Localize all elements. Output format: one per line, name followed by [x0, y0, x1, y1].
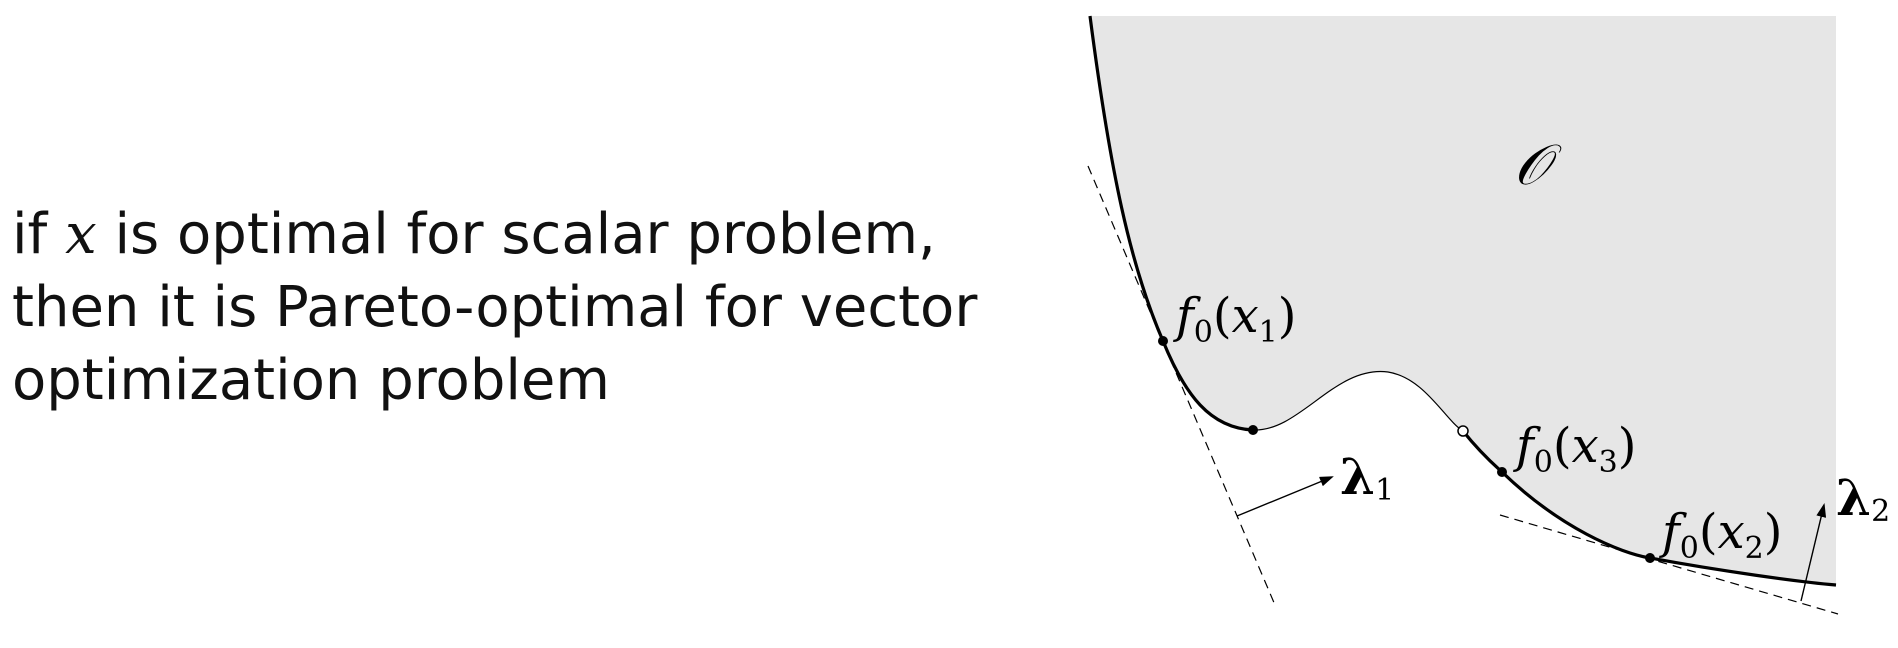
achievable-set-region — [1090, 16, 1836, 585]
label-f0-x1: f0(x1) — [1173, 288, 1297, 350]
supporting-line-2 — [1499, 514, 1839, 615]
statement-line-1: if x is optimal for scalar problem, — [12, 198, 992, 271]
label-lambda1: λ1 — [1340, 447, 1394, 508]
lambda2-arrow — [1800, 503, 1827, 602]
point-f0-x1 — [1158, 336, 1168, 346]
text-optimal-scalar: is optimal for scalar problem, — [96, 202, 936, 267]
label-f0-x3: f0(x3) — [1513, 418, 1637, 480]
boundary-left-segment — [1088, 15, 1254, 432]
lambda1-arrow — [1236, 476, 1334, 517]
statement-line-2: then it is Pareto-optimal for vector — [12, 275, 978, 340]
boundary-right-segment — [1461, 430, 1837, 587]
point-open-boundary — [1457, 425, 1469, 437]
supporting-line-1 — [1087, 165, 1276, 606]
label-lambda2: λ2 — [1836, 468, 1890, 529]
point-bump-end — [1248, 425, 1258, 435]
point-f0-x2 — [1645, 553, 1655, 563]
text-if: if — [12, 202, 66, 267]
statement-text: if x is optimal for scalar problem, then… — [12, 198, 992, 417]
label-f0-x2: f0(x2) — [1659, 504, 1783, 566]
point-f0-x3 — [1497, 467, 1507, 477]
boundary-bump-segment — [1252, 370, 1464, 432]
variable-x: x — [65, 202, 97, 267]
statement-line-3: optimization problem — [12, 348, 610, 413]
